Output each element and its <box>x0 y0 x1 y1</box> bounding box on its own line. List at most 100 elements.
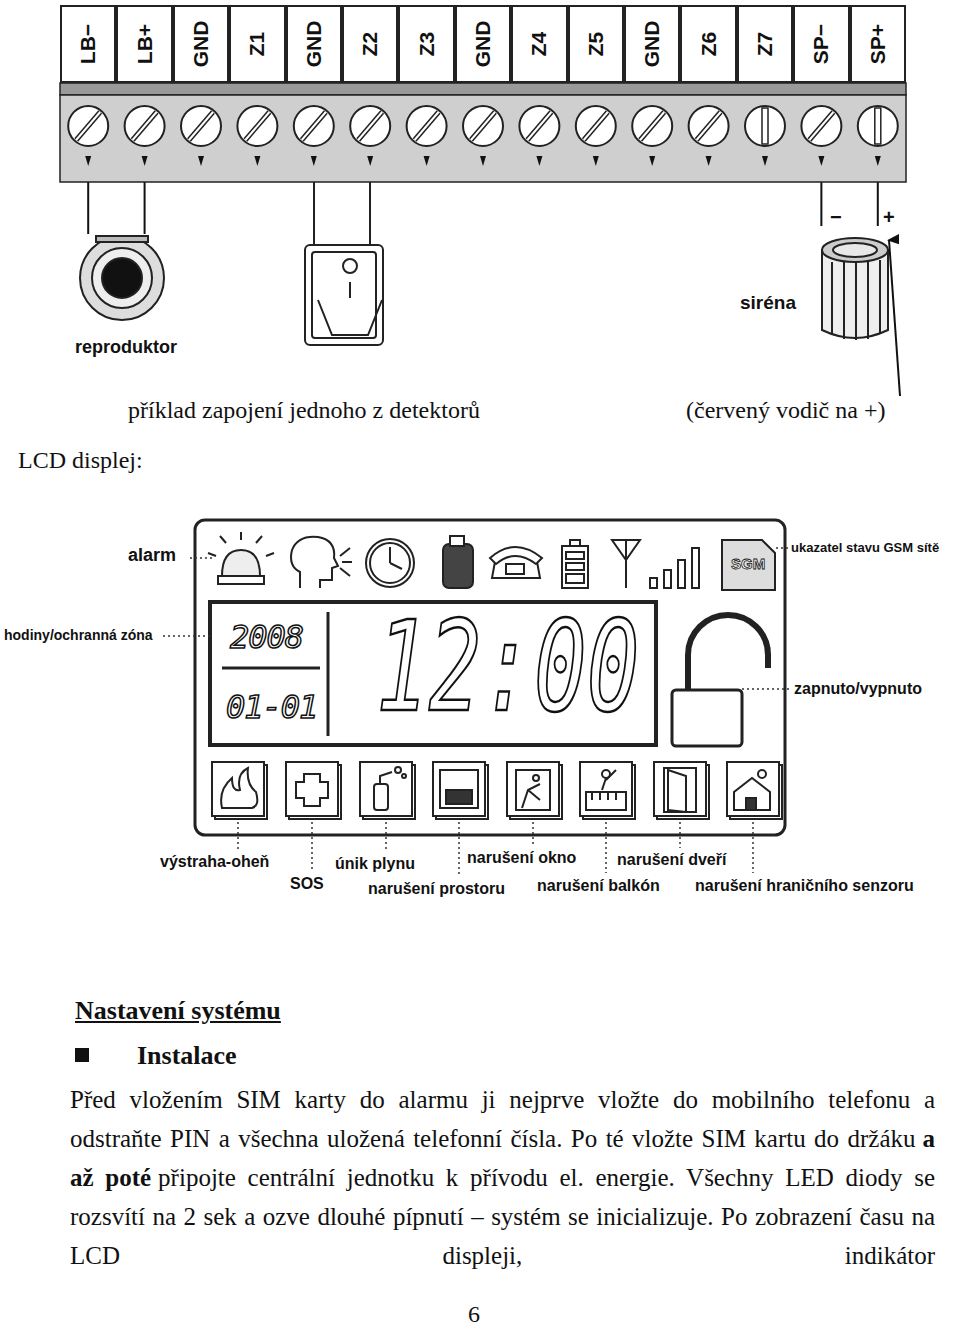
callout: narušení hraničního senzoru <box>695 876 914 895</box>
screw-slot <box>415 112 439 140</box>
device-label: siréna <box>740 292 796 314</box>
screw-slot <box>471 112 495 140</box>
screw-slot <box>471 112 495 140</box>
terminal-pin <box>875 156 881 166</box>
terminal-label: Z1 <box>229 5 285 83</box>
sim-text: SGM <box>731 555 765 573</box>
terminal-label: Z3 <box>398 5 454 83</box>
screw-slot <box>762 108 768 144</box>
terminal-label: GND <box>455 5 511 83</box>
terminal-pin <box>367 156 373 166</box>
terminal-pin <box>142 156 148 166</box>
terminal-pin <box>649 156 655 166</box>
terminal-name: Z1 <box>245 32 269 57</box>
callout: ukazatel stavu GSM sítě <box>791 540 939 556</box>
terminal-name: LB+ <box>133 24 157 64</box>
screw <box>407 106 447 146</box>
terminal-pin <box>480 156 486 166</box>
terminal-label: SP− <box>793 5 849 83</box>
terminal-name: SP− <box>809 24 833 64</box>
callout: narušení okno <box>467 848 576 867</box>
polarity: + <box>883 205 895 229</box>
screw-slot <box>245 112 269 140</box>
terminal-name: GND <box>302 21 326 68</box>
screw <box>519 106 559 146</box>
screw <box>463 106 503 146</box>
terminal-pin <box>198 156 204 166</box>
speaker-drawing <box>80 236 164 320</box>
callout: zapnuto/vypnuto <box>794 679 922 698</box>
lcd-bottom-icons <box>212 762 782 819</box>
screw-slot <box>189 112 213 140</box>
screw <box>858 106 898 146</box>
screw-slot <box>302 112 326 140</box>
screw <box>125 106 165 146</box>
lcd-digits: 2008 <box>230 618 303 656</box>
terminal-label: LB− <box>60 5 116 83</box>
terminal-name: Z5 <box>584 32 608 57</box>
screw-slot <box>302 112 326 140</box>
screw-slot <box>189 112 213 140</box>
terminal-pin <box>424 156 430 166</box>
screw-slot <box>133 112 157 140</box>
terminal-label: GND <box>286 5 342 83</box>
terminal-pin <box>706 156 712 166</box>
speaker: reproduktor <box>62 234 190 358</box>
screw <box>576 106 616 146</box>
body-text: připojte centrální jednotku k přívodu el… <box>70 1164 935 1269</box>
lock-icon <box>672 615 768 746</box>
terminal-pin <box>311 156 317 166</box>
note: (červený vodič na +) <box>686 396 885 425</box>
screw <box>68 106 108 146</box>
screw-slot <box>245 112 269 140</box>
screw <box>801 106 841 146</box>
screw <box>181 106 221 146</box>
detector-drawing <box>305 182 383 345</box>
subheading: Instalace <box>137 1040 237 1071</box>
terminal-label: GND <box>624 5 680 83</box>
callout: narušení dveří <box>617 850 726 869</box>
terminal-label: Z2 <box>342 5 398 83</box>
lcd-digits: 01-01 <box>226 688 317 726</box>
screw-slot <box>358 112 382 140</box>
screw-slot <box>875 108 881 144</box>
leader-lines <box>163 548 790 876</box>
terminal-pin <box>85 156 91 166</box>
terminal-pin <box>818 156 824 166</box>
screw-slot <box>584 112 608 140</box>
callout: narušení prostoru <box>368 879 505 898</box>
terminal-name: Z3 <box>415 32 439 57</box>
terminal-name: GND <box>640 21 664 68</box>
screw <box>294 106 334 146</box>
screw-slot <box>640 112 664 140</box>
screw-slot <box>527 112 551 140</box>
screw-slot <box>697 112 721 140</box>
callout: alarm <box>128 545 176 567</box>
terminal-label: Z6 <box>680 5 736 83</box>
terminal-label: GND <box>173 5 229 83</box>
screw-slot <box>809 112 833 140</box>
terminal-name: SP+ <box>866 24 890 64</box>
terminal-label: LB+ <box>116 5 172 83</box>
screw-slot <box>697 112 721 140</box>
paragraph: Před vložením SIM karty do alarmu ji nej… <box>70 1080 935 1275</box>
screw <box>632 106 672 146</box>
screw-slot <box>76 112 100 140</box>
screw-slot <box>358 112 382 140</box>
polarity: − <box>830 205 842 229</box>
callout: narušení balkón <box>537 876 660 895</box>
screw <box>689 106 729 146</box>
terminal-pin <box>536 156 542 166</box>
screw-slot <box>76 112 100 140</box>
lcd-frame <box>195 520 785 835</box>
terminal-name: LB− <box>76 24 100 64</box>
lcd-clock: 12:00 <box>376 598 639 736</box>
terminal-name: Z7 <box>753 32 777 57</box>
terminal-name: GND <box>189 21 213 68</box>
terminal-name: Z4 <box>527 32 551 57</box>
callout: únik plynu <box>335 854 415 873</box>
callout: hodiny/ochranná zóna <box>4 627 153 644</box>
terminal-label: SP+ <box>850 5 906 83</box>
terminal-label: Z4 <box>511 5 567 83</box>
